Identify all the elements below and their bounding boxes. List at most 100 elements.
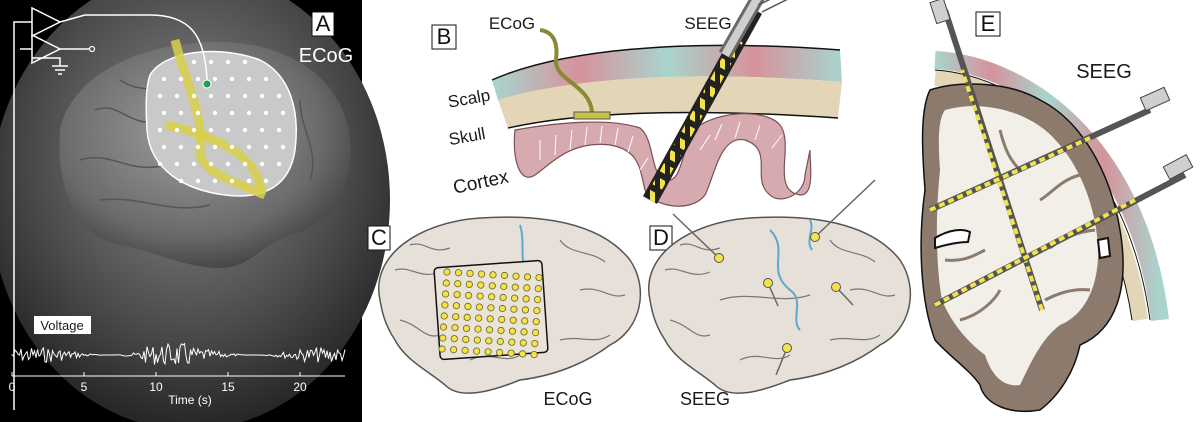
ecog-lead-wire [539,28,594,113]
ecog-contact [475,314,483,322]
ecog-contact [195,76,201,82]
ecog-contact [195,178,201,184]
ecog-contact [530,350,538,359]
scalp-layer [492,45,842,100]
central-sulcus-d [769,229,801,331]
ecog-contact [178,144,184,150]
ecog-contact [242,161,248,167]
ecog-contact [477,270,486,278]
ecog-contact [519,339,527,347]
gyri-folds-e [944,129,1096,322]
ecog-contact [246,76,252,82]
panel-b-letter: B [437,24,452,49]
ecog-contact [533,295,542,304]
ventricle-right-e [1096,236,1112,260]
ecog-contact [161,76,167,82]
ecog-contact [462,335,470,343]
ecog-contact [522,295,530,303]
ecog-contact [191,161,197,167]
panel-b: B ECoG SEEG Scalp [431,0,842,207]
cortex-field-arrows [529,121,801,184]
ecog-contact [534,284,542,293]
ecog-trace-yellow-branch [164,120,267,193]
panel-e: E SEEG [920,0,1194,412]
ecog-contact [533,306,541,315]
ecog-contact [208,127,214,133]
vessel-d [808,219,813,251]
ecog-contact [174,127,180,133]
ecog-contact [510,305,518,313]
voltage-trace [11,342,346,366]
panel-b-seeg-label: SEEG [684,14,731,33]
ecog-contact [242,59,248,65]
ecog-contact [498,315,506,324]
ecog-contact [473,336,481,344]
ecog-contact [484,348,492,356]
seeg-electrode-b [642,0,788,204]
ecog-contact [487,293,496,301]
ecog-contact [509,316,517,324]
time-tick-0: 0 [9,380,16,394]
ecog-contact [495,348,504,357]
ecog-contact [276,127,282,133]
scalp-outline [491,44,841,81]
ecog-contact [280,110,286,116]
white-matter-e [936,106,1099,386]
panel-c: C ECoG [367,216,642,409]
ecog-contact [449,346,458,354]
ecog-contact [452,313,460,321]
ecog-contact [242,127,248,133]
ecog-contact [485,337,493,345]
scalp-label: Scalp [446,86,491,112]
ecog-contact [472,347,481,355]
active-contact-marker [202,79,212,89]
ecog-contact [242,93,248,99]
ecog-contact [497,326,505,335]
ecog-contact [450,335,458,343]
ecog-contact [161,110,167,116]
brain-lateral-d [647,216,912,394]
ecog-contact [225,161,231,167]
time-axis-ticks [11,372,301,376]
ecog-contact [440,312,448,320]
ecog-contact [486,315,494,323]
skull-inner-outline [507,111,839,129]
time-tick-15: 15 [221,380,235,394]
ecog-grid-region [145,50,297,197]
ecog-contact [485,326,494,334]
ecog-contact [500,271,509,280]
ecog-contact [442,279,450,287]
ecog-contact [212,144,218,150]
ecog-contact [441,290,450,298]
ecog-contact [520,328,528,336]
skull-label: Skull [447,124,487,149]
ecog-contact [508,338,516,346]
ecog-contact [476,292,484,300]
ecog-contact [276,93,282,99]
ecog-contact [508,327,517,335]
panel-a: A ECoG Voltage 0 5 10 15 20 Time (s) [0,0,390,422]
ecog-grid-electrodes [157,59,286,184]
ecog-contact [229,178,235,184]
panel-b-letter-box [431,24,457,50]
cortex-label: Cortex [451,166,511,198]
voltage-label: Voltage [40,318,83,333]
ecog-contact [475,303,483,311]
ecog-contact [489,271,497,279]
ecog-contact [462,324,471,332]
ecog-contact [532,317,540,326]
ecog-contact [464,291,473,299]
ecog-contact [225,93,231,99]
ecog-contact [191,59,197,65]
time-axis-label: Time (s) [168,393,212,407]
ecog-contact [511,283,519,291]
ecog-contact [531,339,539,348]
ecog-contact [225,127,231,133]
ecog-contact [208,93,214,99]
ecog-contact [535,273,543,282]
ecog-contact [454,280,462,288]
panel-a-letter-box [311,11,335,37]
panel-d-letter: D [653,225,669,250]
ecog-contact [263,144,269,150]
ecog-contact [259,127,265,133]
